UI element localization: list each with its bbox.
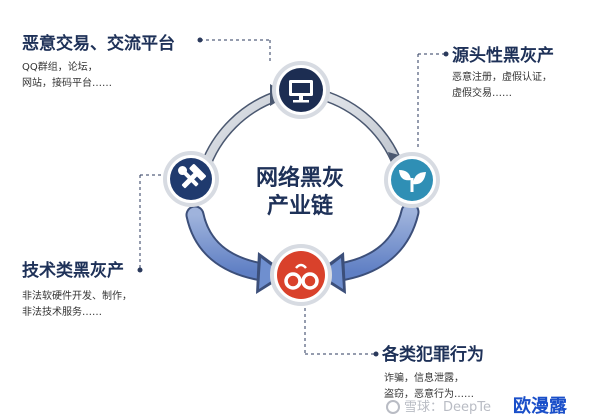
desc-line: QQ群组，论坛，: [22, 62, 98, 73]
node-label-top-left: 恶意交易、交流平台 QQ群组，论坛， 网站，接码平台……: [22, 34, 175, 92]
node-desc-source: 恶意注册，虚假认证， 虚假交易……: [452, 70, 554, 102]
blue-arrow-right: [314, 202, 420, 294]
node-desc-trading-platform: QQ群组，论坛， 网站，接码平台……: [22, 60, 175, 92]
xueqiu-logo-icon: [386, 400, 400, 414]
desc-line: 非法软硬件开发、制作，: [22, 291, 132, 302]
node-label-top-right: 源头性黑灰产 恶意注册，虚假认证， 虚假交易……: [452, 46, 554, 102]
desc-line: 盗窃，恶意行为……: [384, 389, 474, 400]
leader-dot-left: [137, 267, 143, 273]
desc-line: 非法技术服务……: [22, 307, 102, 318]
node-desc-crimes: 诈骗，信息泄露， 盗窃，恶意行为……: [384, 371, 484, 403]
node-left: [163, 151, 219, 207]
node-title-crimes: 各类犯罪行为: [382, 345, 484, 365]
node-title-trading-platform: 恶意交易、交流平台: [22, 34, 175, 54]
watermark-text: 雪球：DeepTe: [404, 400, 491, 415]
node-bottom: [270, 244, 332, 306]
node-top: [272, 61, 330, 119]
tools-icon: [178, 164, 206, 189]
desc-line: 网站，接码平台……: [22, 78, 112, 89]
blue-arrow-left: [185, 205, 288, 294]
node-desc-technical: 非法软硬件开发、制作， 非法技术服务……: [22, 289, 132, 321]
leader-dot-right: [443, 51, 449, 57]
node-title-source: 源头性黑灰产: [452, 46, 554, 66]
leader-dot-top: [197, 37, 203, 43]
node-title-technical: 技术类黑灰产: [22, 261, 124, 281]
center-title-line2: 产业链: [266, 194, 333, 219]
node-right: [384, 152, 440, 208]
watermark: 雪球：DeepTe: [386, 396, 491, 415]
desc-line: 恶意注册，虚假认证，: [452, 72, 552, 83]
arc-top-to-right: [316, 89, 404, 171]
desc-line: 虚假交易……: [452, 88, 512, 99]
handcuffs-icon: [284, 263, 319, 290]
arc-left-to-top-inner: [200, 91, 284, 174]
arc-top-to-right-inner: [318, 91, 402, 169]
leader-dot-bottom: [373, 351, 379, 357]
monitor-icon: [289, 80, 313, 103]
center-title: 网络黑灰 产业链: [246, 165, 354, 221]
node-label-bottom: 各类犯罪行为 诈骗，信息泄露， 盗窃，恶意行为……: [382, 345, 484, 403]
arc-left-to-top: [198, 89, 286, 176]
sprout-icon: [399, 170, 426, 192]
desc-line: 诈骗，信息泄露，: [384, 373, 464, 384]
center-title-line1: 网络黑灰: [255, 166, 344, 191]
brand-mark: 欧漫露: [513, 396, 567, 417]
node-label-left: 技术类黑灰产 非法软硬件开发、制作， 非法技术服务……: [22, 261, 132, 321]
